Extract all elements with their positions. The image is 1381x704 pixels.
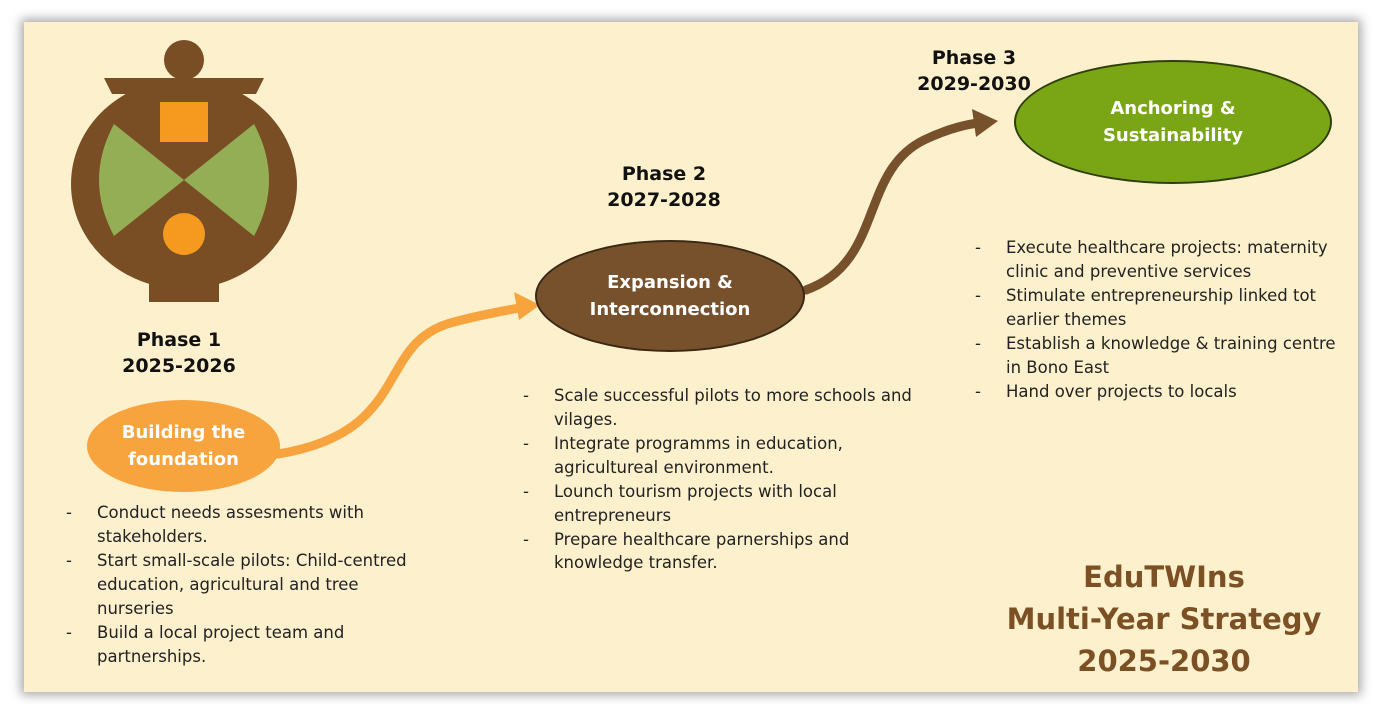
- arrow-phase1-to-phase2: [273, 292, 540, 459]
- phase1-years: 2025-2026: [122, 354, 236, 377]
- phase2-bullet: Integrate programms in education, agricu…: [523, 432, 913, 480]
- phase2-heading: Phase 2 2027-2028: [589, 162, 739, 213]
- phase2-bullet: Prepare healthcare parnerships and knowl…: [523, 528, 913, 576]
- phase3-bullet: Establish a knowledge & training centre …: [975, 332, 1345, 380]
- phase1-bubble-line2: foundation: [128, 449, 239, 470]
- phase2-bubble: Expansion & Interconnection: [535, 240, 805, 352]
- phase3-bullet: Stimulate entrepreneurship linked tot ea…: [975, 284, 1345, 332]
- logo-body: [71, 79, 297, 289]
- phase1-bullet-list: Conduct needs assesments with stakeholde…: [66, 501, 436, 668]
- phase2-bullet-list: Scale successful pilots to more schools …: [523, 384, 913, 575]
- phase2-bullet: Lounch tourism projects with local entre…: [523, 480, 913, 528]
- phase1-heading: Phase 1 2025-2026: [104, 328, 254, 379]
- phase3-bullet-list: Execute healthcare projects: maternity c…: [975, 236, 1345, 403]
- phase3-bubble: Anchoring & Sustainability: [1014, 60, 1332, 184]
- phase3-bullet: Execute healthcare projects: maternity c…: [975, 236, 1345, 284]
- phase1-bubble: Building the foundation: [87, 400, 280, 492]
- phase1-bullet: Start small-scale pilots: Child-centred …: [66, 549, 436, 621]
- phase3-label: Phase 3: [931, 47, 1017, 69]
- phase2-bullet: Scale successful pilots to more schools …: [523, 384, 913, 432]
- phase2-years: 2027-2028: [607, 188, 721, 211]
- logo-top-knob: [164, 40, 204, 80]
- arrow-phase2-to-phase3: [801, 109, 998, 295]
- phase3-years: 2029-2030: [917, 72, 1031, 95]
- title-line: EduTWIns: [1083, 560, 1245, 594]
- phase3-bullet: Hand over projects to locals: [975, 380, 1345, 404]
- strategy-title: EduTWIns Multi-Year Strategy 2025-2030: [984, 556, 1344, 682]
- logo-right-wing: [184, 124, 269, 236]
- phase2-label: Phase 2: [621, 163, 707, 185]
- adinkra-symbol-icon: [71, 40, 297, 302]
- diagram-graphics: [71, 40, 998, 459]
- phase3-bubble-line1: Anchoring &: [1110, 98, 1236, 119]
- phase2-bubble-line1: Expansion &: [607, 272, 733, 293]
- logo-square: [160, 102, 208, 142]
- phase1-bullet: Build a local project team and partnersh…: [66, 621, 436, 669]
- strategy-diagram: Phase 1 2025-2026 Building the foundatio…: [24, 22, 1358, 692]
- logo-left-wing: [99, 124, 184, 236]
- phase3-bubble-line2: Sustainability: [1102, 125, 1244, 146]
- title-line: Multi-Year Strategy: [1006, 602, 1322, 637]
- phase2-bubble-line2: Interconnection: [589, 299, 751, 320]
- phase3-heading: Phase 3 2029-2030: [899, 46, 1049, 97]
- title-line: 2025-2030: [1077, 644, 1251, 679]
- logo-circle: [163, 213, 205, 255]
- phase1-bubble-line1: Building the: [121, 422, 246, 443]
- phase1-label: Phase 1: [136, 329, 222, 351]
- phase1-bullet: Conduct needs assesments with stakeholde…: [66, 501, 436, 549]
